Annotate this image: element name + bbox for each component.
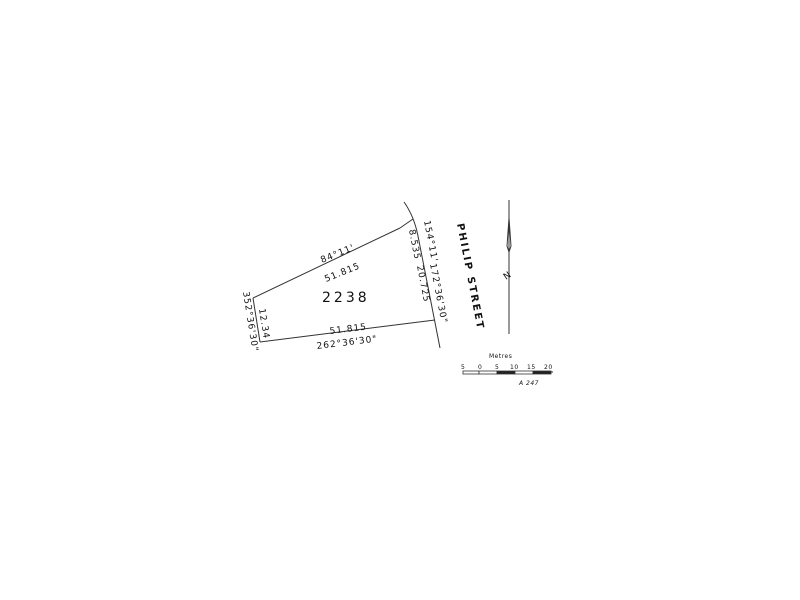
scale-tick-label: 10 (510, 364, 519, 371)
scale-tick-label: 5 (461, 364, 465, 371)
east-short-distance: 8.535 (406, 229, 422, 261)
lot-number: 2238 (322, 290, 370, 306)
east-short-boundary-line (399, 218, 414, 229)
east-short-bearing: 154°11' (421, 220, 439, 264)
street-name: PHILIP STREET (454, 222, 486, 331)
north-bearing: 84°11' (319, 243, 356, 266)
scale-tick-label: 0 (478, 364, 482, 371)
south-bearing: 262°36'30" (316, 335, 378, 352)
scale-tick-label: 15 (527, 364, 536, 371)
north-boundary-line (252, 227, 401, 299)
plan-reference: A 247 (518, 380, 539, 387)
scale-tick-label: 20 (544, 364, 553, 371)
west-distance: 12.34 (256, 308, 271, 340)
north-arrow-icon: N (502, 200, 514, 334)
scale-bar: Metres 5 0 5 10 15 20 A 247 (461, 353, 553, 387)
lot-boundary (252, 201, 441, 349)
west-boundary-line (252, 297, 261, 343)
scale-title: Metres (489, 353, 512, 360)
street-alignment-line (403, 201, 441, 349)
scale-tick-label: 5 (495, 364, 499, 371)
south-distance: 51.815 (329, 322, 367, 336)
south-boundary-line (259, 319, 436, 343)
north-label: N (502, 270, 514, 283)
north-distance: 51.815 (323, 261, 362, 284)
